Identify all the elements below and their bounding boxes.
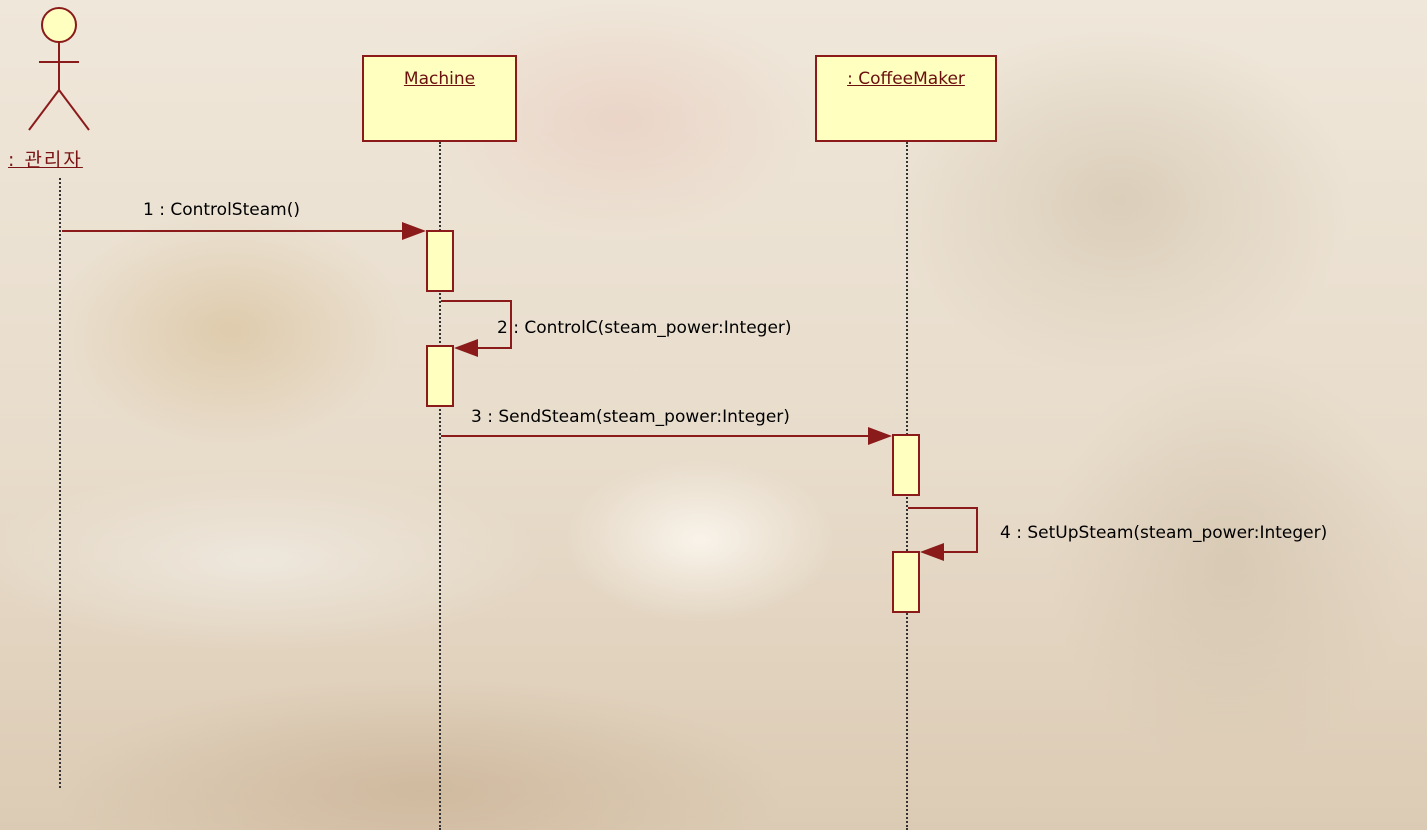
message-2-arrow xyxy=(441,300,512,357)
actor-label: : 관리자 xyxy=(8,149,83,171)
actor-left-leg xyxy=(28,89,60,131)
machine-object-label: Machine xyxy=(403,69,476,89)
coffeemaker-activation-1[interactable] xyxy=(892,434,920,496)
coffeemaker-activation-2[interactable] xyxy=(892,551,920,613)
message-3-label: 3 : SendSteam(steam_power:Integer) xyxy=(471,407,790,427)
message-4-arrow xyxy=(908,507,978,561)
machine-activation-1[interactable] xyxy=(426,230,454,292)
message-1-label: 1 : ControlSteam() xyxy=(143,200,300,220)
machine-lifeline xyxy=(439,142,441,830)
message-1-arrow xyxy=(62,222,426,240)
coffeemaker-object-box[interactable]: : CoffeeMaker xyxy=(815,55,997,142)
coffeemaker-object-label: : CoffeeMaker xyxy=(847,69,965,89)
machine-activation-2[interactable] xyxy=(426,345,454,407)
actor-right-leg xyxy=(58,89,90,131)
message-2-label: 2 : ControlC(steam_power:Integer) xyxy=(497,318,792,338)
message-4-label: 4 : SetUpSteam(steam_power:Integer) xyxy=(1000,523,1328,543)
actor-figure xyxy=(28,7,90,131)
machine-object-box[interactable]: Machine xyxy=(362,55,517,142)
actor-head xyxy=(41,7,77,43)
actor-lifeline xyxy=(59,178,61,788)
message-3-arrow xyxy=(441,427,892,445)
